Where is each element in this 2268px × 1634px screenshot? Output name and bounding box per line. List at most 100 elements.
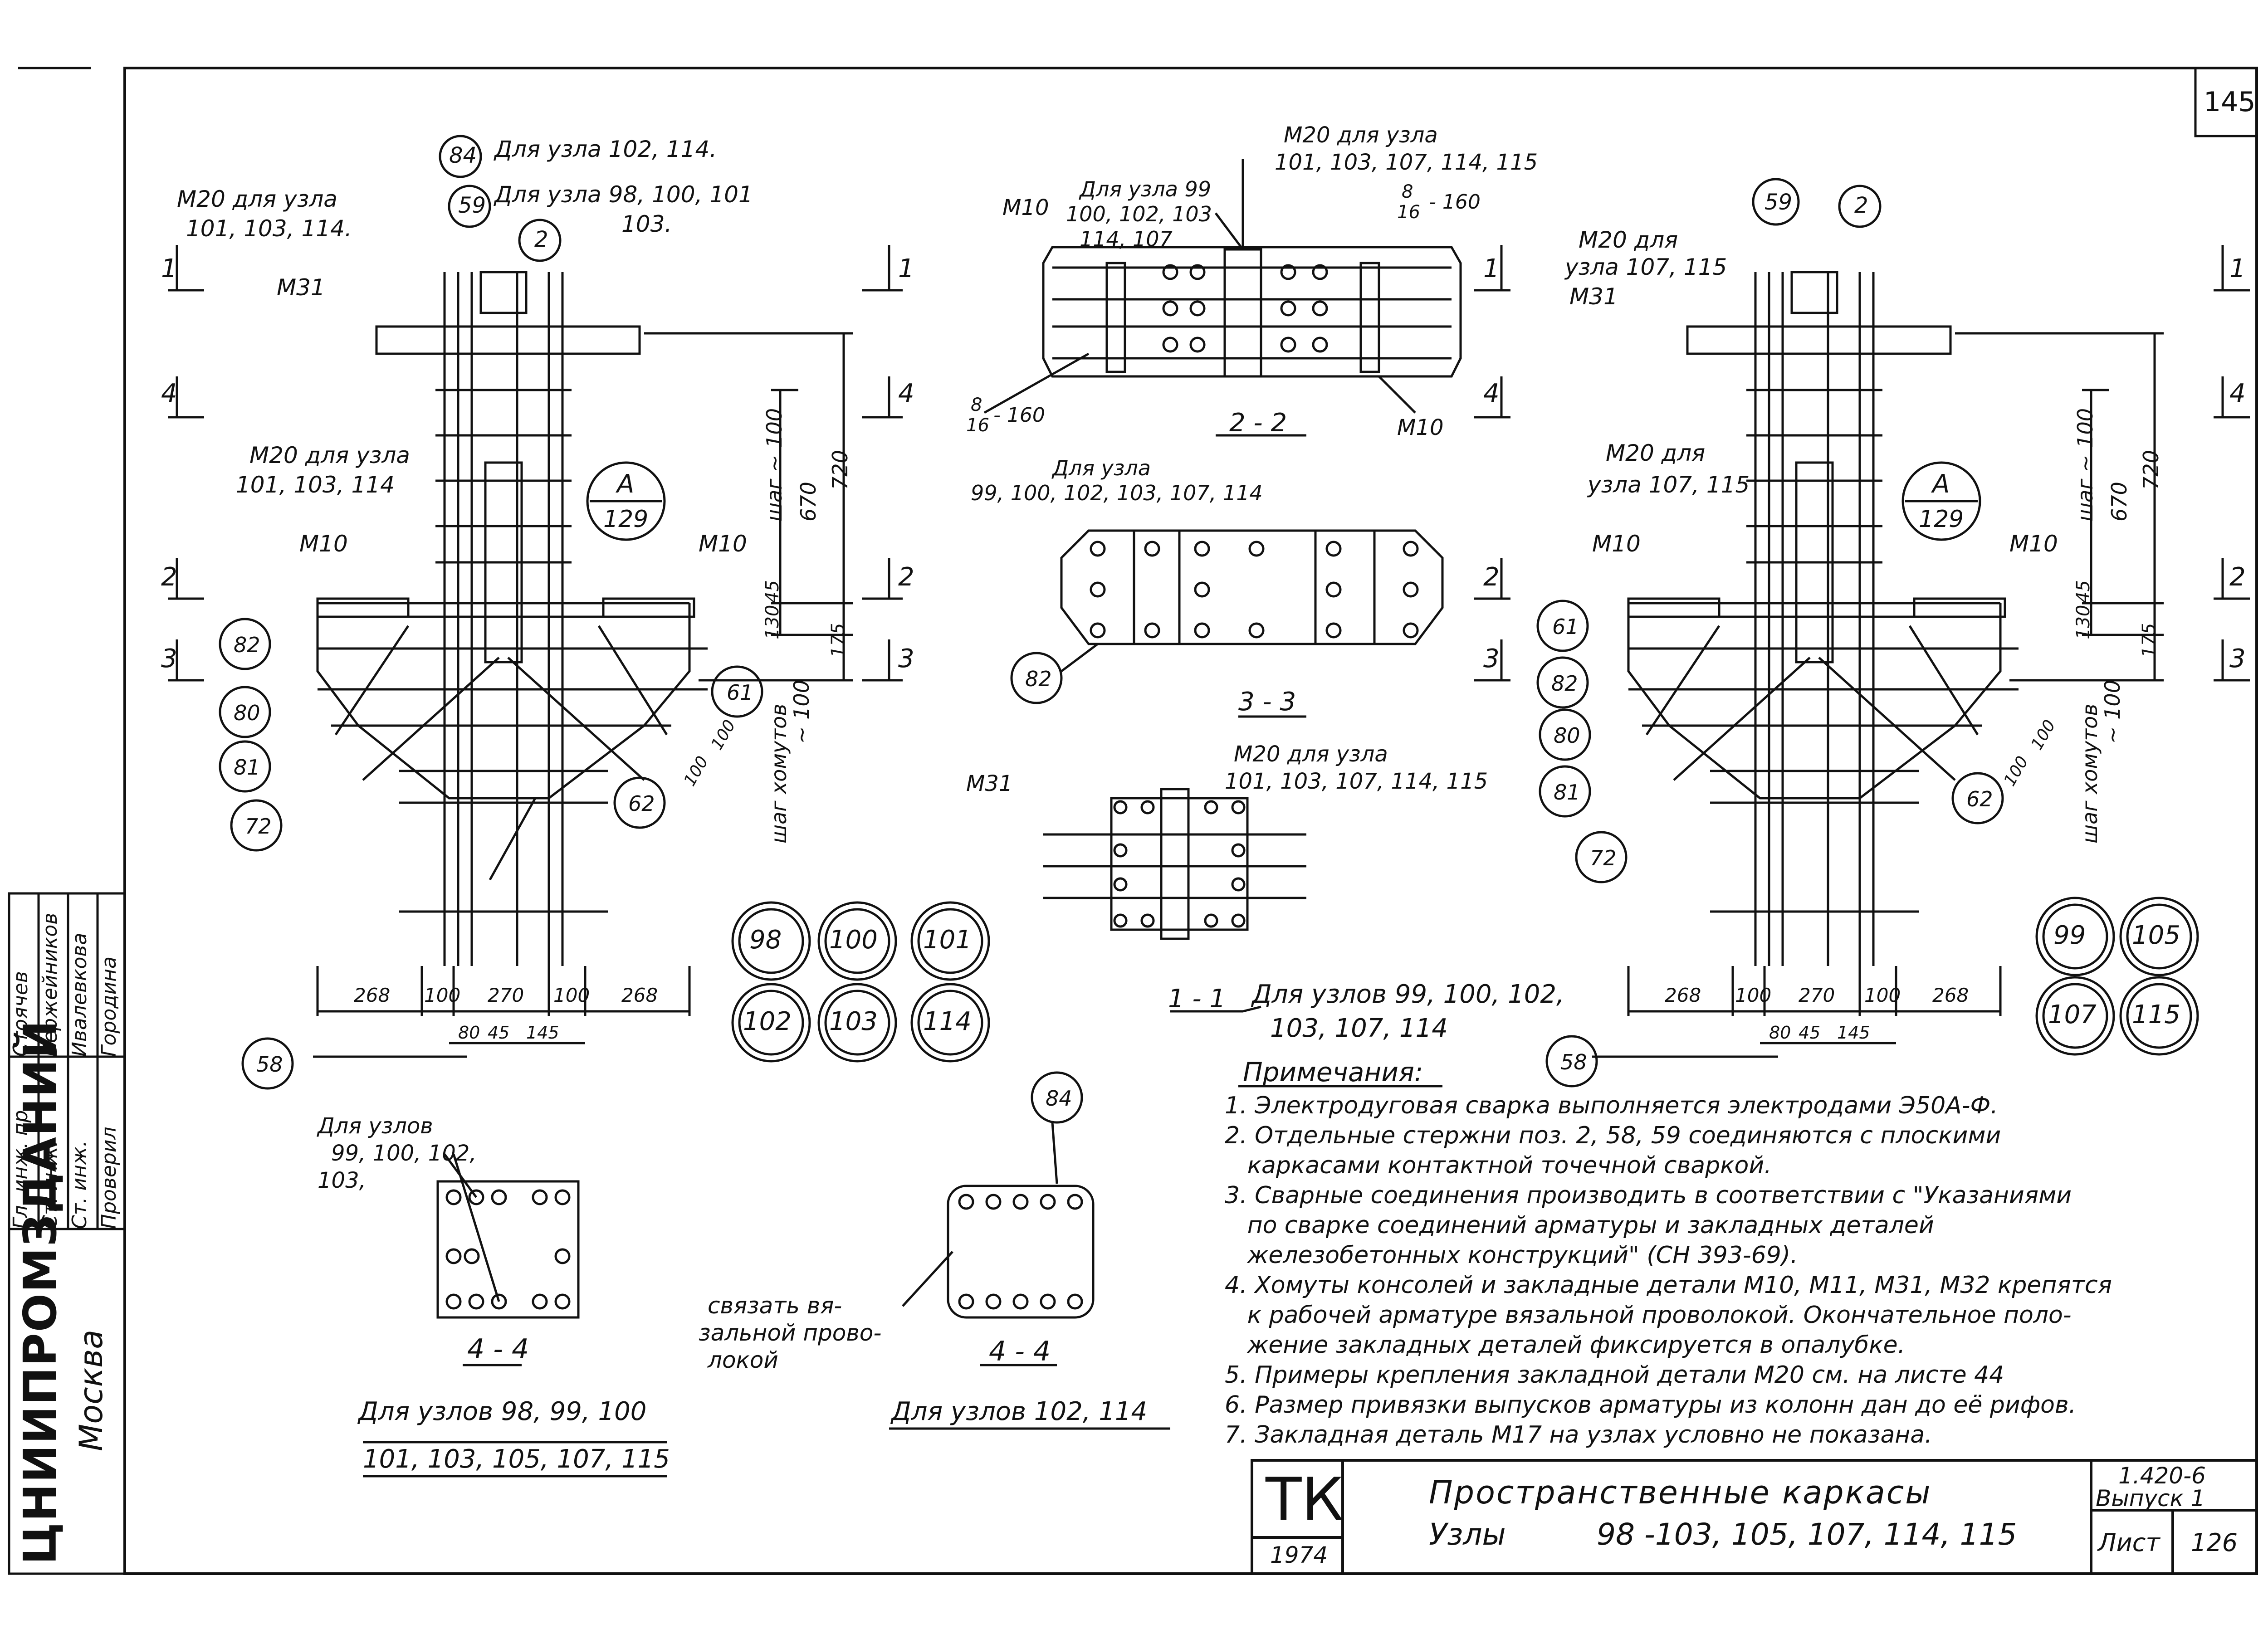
title-stamp: ТК [1266,1465,1344,1534]
section-4-4b [889,1071,1170,1430]
title-sheet-number: 126 [2191,1528,2238,1557]
left-sec-2r: 2 [898,562,914,592]
s11-m20-b: 101, 103, 107, 114, 115 [1225,769,1488,794]
title-line-1: Пространственные каркасы [1429,1474,1932,1511]
title-year: 1974 [1270,1542,1328,1568]
s44a-note: Для узлов [318,1113,433,1139]
s22-m10-right: М10 [1397,415,1444,440]
node-99: 99 [2053,921,2086,950]
left-sec-4: 4 [161,379,177,408]
section-3-3 [1010,529,1444,718]
left-clamp-step: шаг хомутов [767,703,791,844]
node-101: 101 [923,925,972,955]
right-m31: М31 [1569,283,1618,310]
left-sec-2: 2 [161,562,177,592]
s22-weld-bot-b: 16 [966,415,989,436]
node-circles-right-ring [2035,897,2199,1056]
right-dim-b4: 100 [1864,984,1901,1006]
s44b-tie-c: локой [708,1347,778,1373]
s22-caption: 2 - 2 [1229,408,1287,438]
left-m20-mid-b: 101, 103, 114 [236,472,395,498]
node-98: 98 [749,925,782,955]
left-callout-a: А [617,469,635,499]
left-pos-80: 80 [234,701,260,725]
title-issue: Выпуск 1 [2096,1485,2205,1512]
right-callout-a-num: 129 [1919,506,1964,533]
section-4-4a [363,1153,667,1478]
note-item-3: каркасами контактной точечной сваркой. [1225,1152,1772,1179]
left-pos-82: 82 [234,633,260,657]
right-sec-3r: 3 [2229,644,2246,673]
notes-list: 1. Электродуговая сварка выполняется эле… [1225,1091,2223,1450]
right-dim-130: 130 [2073,605,2094,639]
left-sec-1r: 1 [898,254,914,283]
note-item-5: по сварке соединений арматуры и закладны… [1225,1212,1934,1239]
s22-weld-bot-len: - 160 [993,404,1045,427]
left-clamp-step-b: ~ 100 [789,680,814,744]
right-pos-61: 61 [1552,615,1579,639]
left-m20-top: М20 для узла [177,186,337,212]
left-dim-b4: 100 [553,984,590,1006]
s44b-sub: Для узлов 102, 114 [891,1397,1148,1426]
s11-m20: М20 для узла [1234,741,1388,767]
title-line-2-nodes: 98 -103, 105, 107, 114, 115 [1597,1517,2017,1552]
s11-caption: 1 - 1 [1168,984,1226,1014]
s33-caption: 3 - 3 [1238,687,1296,717]
right-m20-mid: М20 для [1606,440,1706,466]
node-102: 102 [743,1007,792,1036]
note-item-11: 6. Размер привязки выпусков арматуры из … [1225,1391,2077,1419]
note-item-10: 5. Примеры крепления закладной детали М2… [1225,1361,2004,1389]
left-note-59b: 103. [621,211,672,237]
right-m20-top-b: узла 107, 115 [1565,254,1727,280]
node-100: 100 [829,925,878,955]
s33-pos-82: 82 [1025,667,1052,691]
node-105: 105 [2132,921,2180,950]
right-dim-c2: 45 [1799,1023,1821,1043]
left-dim-b5: 268 [621,984,658,1006]
left-label-59: 59 [458,193,486,218]
right-sec-3: 3 [1483,644,1500,673]
right-callout-a: А [1932,469,1950,499]
left-note-59: Для узла 98, 100, 101 [494,181,753,208]
right-dim-b5: 268 [1932,984,1969,1006]
org-city: Москва [73,1329,110,1451]
right-m20-mid-b: узла 107, 115 [1588,472,1750,498]
title-line-2-prefix: Узлы [1429,1517,1506,1552]
right-pos-82: 82 [1551,671,1578,696]
left-callouts [219,135,763,1090]
right-pos-62: 62 [1966,787,1993,811]
right-sec-1: 1 [1483,254,1500,283]
s22-weld-top-len: - 160 [1429,190,1481,214]
sheet-frame [18,67,2258,1575]
right-sec-2r: 2 [2229,562,2246,592]
note-item-1: 1. Электродуговая сварка выполняется эле… [1225,1092,1998,1119]
right-sec-1r: 1 [2229,254,2246,283]
note-item-12: 7. Закладная деталь М17 на узлах условно… [1225,1421,1932,1449]
s11-m31: М31 [966,771,1013,796]
left-dim-b2: 100 [424,984,461,1006]
right-dim-c1: 80 [1769,1023,1791,1043]
right-pos-72: 72 [1590,846,1617,870]
left-dim-175: 175 [828,623,849,658]
note-item-7: 4. Хомуты консолей и закладные детали М1… [1225,1272,2112,1299]
right-section-markers [1474,245,2250,682]
section-2-2 [983,159,1462,437]
left-dim-b3: 270 [488,984,524,1006]
right-clamp-step: шаг хомутов [2077,703,2102,844]
left-sec-1: 1 [161,254,177,283]
s22-note-c: 114, 107 [1080,227,1173,251]
right-sec-4: 4 [1483,379,1500,408]
s11-note: Для узлов 99, 100, 102, [1252,980,1564,1009]
title-series: 1.420-6 [2118,1463,2206,1489]
left-section-markers [168,245,903,682]
s44a-sub: Для узлов 98, 99, 100 [358,1397,647,1426]
approval-role-3: Ст. инж. [68,1140,91,1229]
left-sec-3r: 3 [898,644,914,673]
s44a-note-c: 103, [318,1168,366,1193]
right-clamp-step-b: ~ 100 [2100,680,2125,744]
left-dim-c3: 145 [526,1023,559,1043]
s11-note-b: 103, 107, 114 [1270,1014,1448,1043]
left-m20-mid: М20 для узла [249,442,410,468]
left-pos-81: 81 [234,755,260,780]
left-callout-a-num: 129 [603,506,649,533]
